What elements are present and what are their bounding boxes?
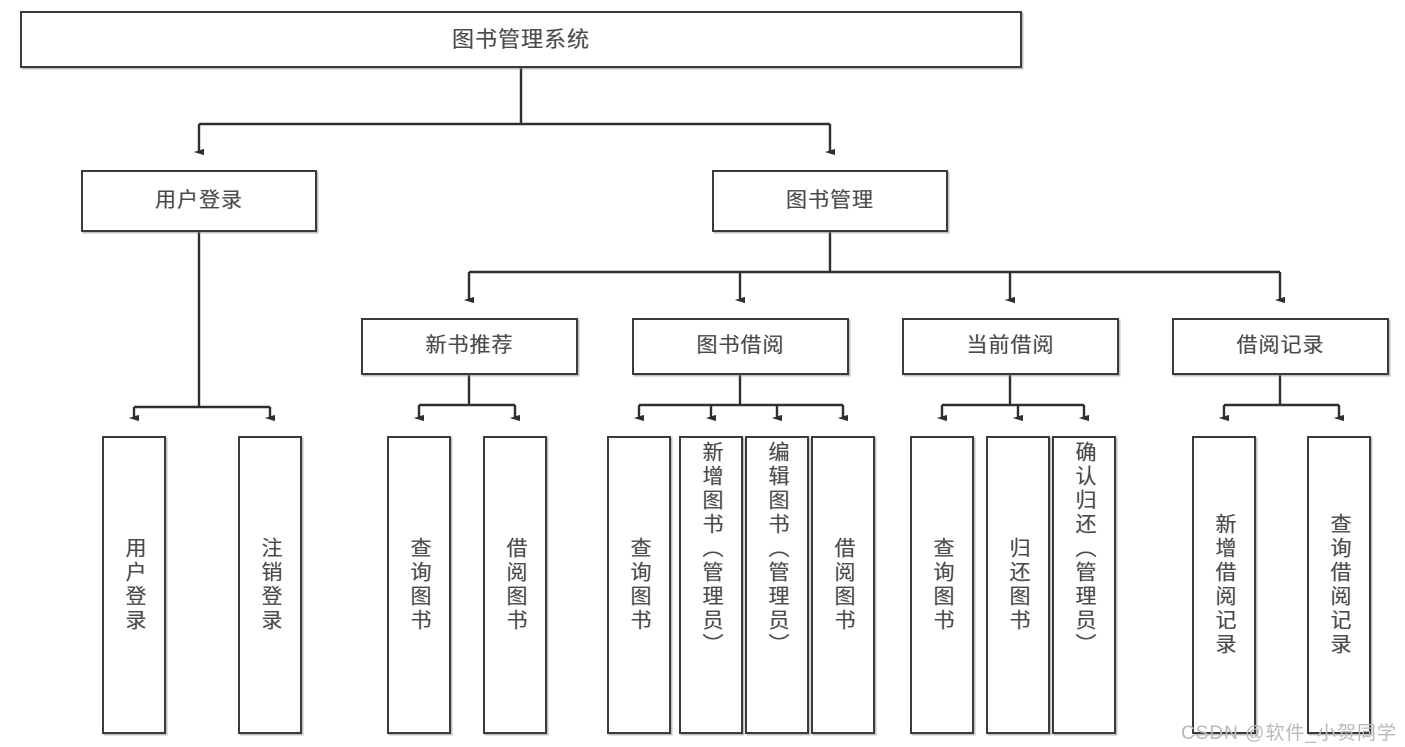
node-leaf-borrow-book-1-label: 借阅图书	[504, 537, 528, 633]
node-leaf-add-book-label: 新增图书（管理员）	[700, 441, 724, 657]
node-book-borrow-label: 图书借阅	[696, 334, 785, 358]
node-leaf-query-book-1[interactable]: 查询图书	[387, 436, 451, 734]
node-leaf-return-book[interactable]: 归还图书	[986, 436, 1050, 734]
node-borrow-record-label: 借阅记录	[1236, 334, 1325, 358]
node-leaf-query-book-3[interactable]: 查询图书	[910, 436, 974, 734]
node-leaf-borrow-book-2[interactable]: 借阅图书	[811, 436, 875, 734]
node-leaf-query-book-2[interactable]: 查询图书	[607, 436, 671, 734]
node-current-borrow-label: 当前借阅	[966, 334, 1055, 358]
node-leaf-confirm-return[interactable]: 确认归还（管理员）	[1052, 436, 1116, 734]
node-book-manage-label: 图书管理	[786, 188, 874, 212]
node-leaf-edit-book[interactable]: 编辑图书（管理员）	[745, 436, 809, 734]
node-user-login-label: 用户登录	[155, 188, 243, 212]
node-book-manage[interactable]: 图书管理	[712, 170, 948, 232]
node-leaf-user-login[interactable]: 用户登录	[102, 436, 166, 734]
node-new-book-rec-label: 新书推荐	[425, 334, 514, 358]
node-leaf-query-book-3-label: 查询图书	[931, 537, 955, 633]
node-leaf-query-book-1-label: 查询图书	[408, 537, 432, 633]
node-leaf-query-record[interactable]: 查询借阅记录	[1307, 436, 1371, 734]
node-leaf-edit-book-label: 编辑图书（管理员）	[766, 441, 790, 657]
node-leaf-query-book-2-label: 查询图书	[628, 537, 652, 633]
node-leaf-confirm-return-label: 确认归还（管理员）	[1073, 441, 1097, 657]
node-leaf-user-login-label: 用户登录	[123, 537, 147, 633]
node-leaf-add-record[interactable]: 新增借阅记录	[1192, 436, 1256, 734]
node-leaf-add-book[interactable]: 新增图书（管理员）	[679, 436, 743, 734]
node-leaf-borrow-book-2-label: 借阅图书	[832, 537, 856, 633]
node-leaf-add-record-label: 新增借阅记录	[1213, 513, 1237, 657]
node-leaf-user-logout[interactable]: 注销登录	[238, 436, 302, 734]
node-user-login[interactable]: 用户登录	[81, 170, 317, 232]
node-leaf-return-book-label: 归还图书	[1007, 537, 1031, 633]
node-new-book-rec[interactable]: 新书推荐	[361, 318, 578, 375]
node-borrow-record[interactable]: 借阅记录	[1172, 318, 1389, 375]
node-current-borrow[interactable]: 当前借阅	[902, 318, 1119, 375]
node-root-label: 图书管理系统	[451, 26, 590, 52]
node-root[interactable]: 图书管理系统	[20, 11, 1022, 68]
node-leaf-borrow-book-1[interactable]: 借阅图书	[483, 436, 547, 734]
node-leaf-user-logout-label: 注销登录	[259, 537, 283, 633]
node-book-borrow[interactable]: 图书借阅	[632, 318, 849, 375]
node-leaf-query-record-label: 查询借阅记录	[1328, 513, 1352, 657]
